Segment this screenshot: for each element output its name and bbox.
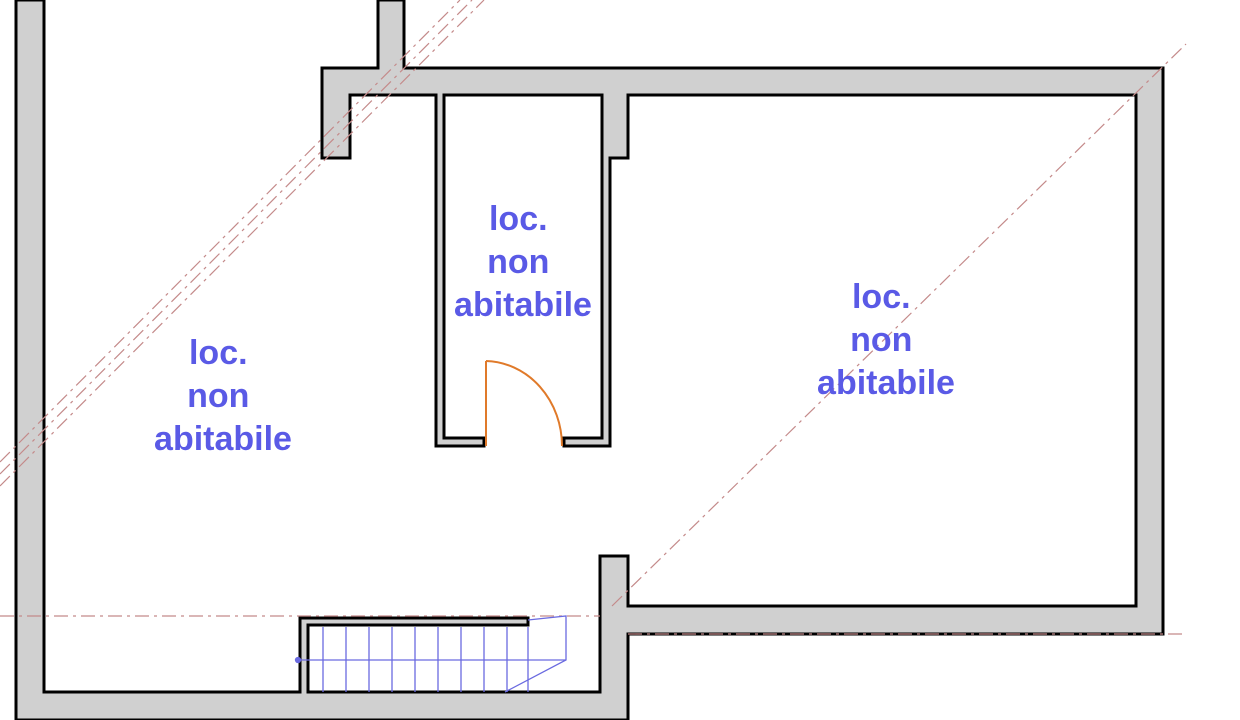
- section-line-diagonal-left-2: [0, 0, 473, 475]
- section-line-diagonal-right: [611, 43, 1187, 607]
- room-label-line: abitabile: [154, 420, 292, 458]
- section-line-diagonal-left-1: [0, 0, 461, 463]
- stair-start-dot: [294, 656, 302, 664]
- door-swing-icon: [485, 360, 563, 447]
- room-label-line: loc.: [489, 200, 548, 238]
- room-label-line: abitabile: [817, 364, 955, 402]
- room-label-right: loc. non abitabile: [817, 278, 955, 402]
- room-label-center: loc. non abitabile: [454, 200, 592, 324]
- room-label-left: loc. non abitabile: [154, 334, 292, 458]
- stair-landing: [504, 615, 567, 693]
- door-arc: [485, 360, 563, 447]
- section-lines: [0, 0, 1187, 635]
- room-label-line: loc.: [852, 278, 911, 316]
- room-label-line: non: [850, 321, 912, 359]
- room-label-line: non: [187, 377, 249, 415]
- staircase-icon: [294, 615, 567, 693]
- section-line-diagonal-left-3: [0, 0, 485, 487]
- walls: [14, 0, 1165, 720]
- room-label-line: abitabile: [454, 286, 592, 324]
- room-label-line: loc.: [189, 334, 248, 372]
- room-label-line: non: [487, 243, 549, 281]
